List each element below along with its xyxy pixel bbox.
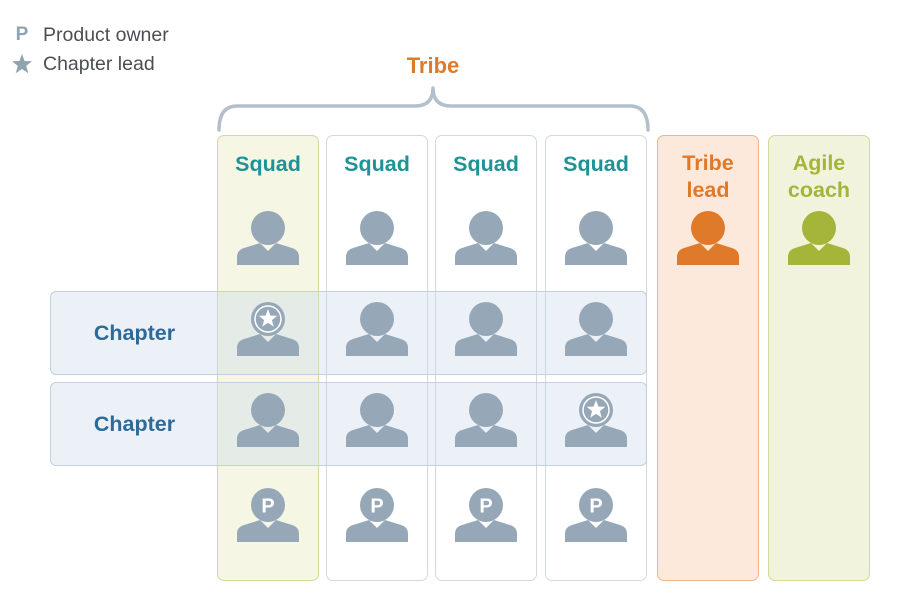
person-icon — [235, 210, 301, 266]
agile-coach-label: Agile coach — [769, 150, 869, 204]
chapter-label: Chapter — [93, 411, 176, 436]
legend-chapter-lead: Chapter lead — [10, 51, 155, 77]
product-owner-icon: P — [589, 496, 602, 518]
person-icon — [235, 392, 301, 448]
chapter-band: Chapter — [50, 291, 647, 375]
legend-label: Chapter lead — [43, 52, 155, 75]
product-owner-icon: P — [15, 24, 29, 45]
squad-label: Squad — [453, 152, 519, 176]
person-icon — [563, 210, 629, 266]
product-owner-icon: P — [261, 496, 274, 518]
tribe-brace — [217, 86, 650, 132]
squad-label: Squad — [344, 152, 410, 176]
person-icon — [453, 210, 519, 266]
person-icon — [453, 392, 519, 448]
tribe-lead-person-icon — [675, 210, 741, 266]
product-owner-icon: P — [479, 496, 492, 518]
squad-label: Squad — [563, 152, 629, 176]
agile-coach-person-icon — [786, 210, 852, 266]
chapter-lead-person-icon — [563, 392, 629, 448]
squad-label: Squad — [235, 152, 301, 176]
product-owner-icon: P — [370, 496, 383, 518]
product-owner-person-icon: P — [344, 487, 410, 543]
tribe-label: Tribe — [406, 53, 460, 78]
chapter-lead-person-icon — [235, 301, 301, 357]
star-icon — [258, 309, 278, 327]
legend-product-owner: P Product owner — [10, 22, 169, 48]
person-icon — [453, 301, 519, 357]
chapter-band: Chapter — [50, 382, 647, 466]
agile-coach-label-line: Agile — [792, 151, 846, 175]
person-icon — [344, 392, 410, 448]
person-icon — [344, 210, 410, 266]
legend-label: Product owner — [43, 23, 169, 46]
star-icon — [10, 53, 34, 75]
tribe-lead-label: Tribe lead — [658, 150, 758, 204]
product-owner-person-icon: P — [235, 487, 301, 543]
chapter-label: Chapter — [93, 320, 176, 345]
person-icon — [344, 301, 410, 357]
product-owner-person-icon: P — [563, 487, 629, 543]
agile-coach-label-line: coach — [787, 178, 851, 202]
tribe-lead-label-line: Tribe — [682, 151, 734, 175]
person-icon — [563, 301, 629, 357]
tribe-lead-label-line: lead — [686, 178, 730, 202]
tribe-lead-column: Tribe lead — [657, 135, 759, 581]
product-owner-person-icon: P — [453, 487, 519, 543]
star-icon — [586, 400, 606, 418]
agile-coach-column: Agile coach — [768, 135, 870, 581]
